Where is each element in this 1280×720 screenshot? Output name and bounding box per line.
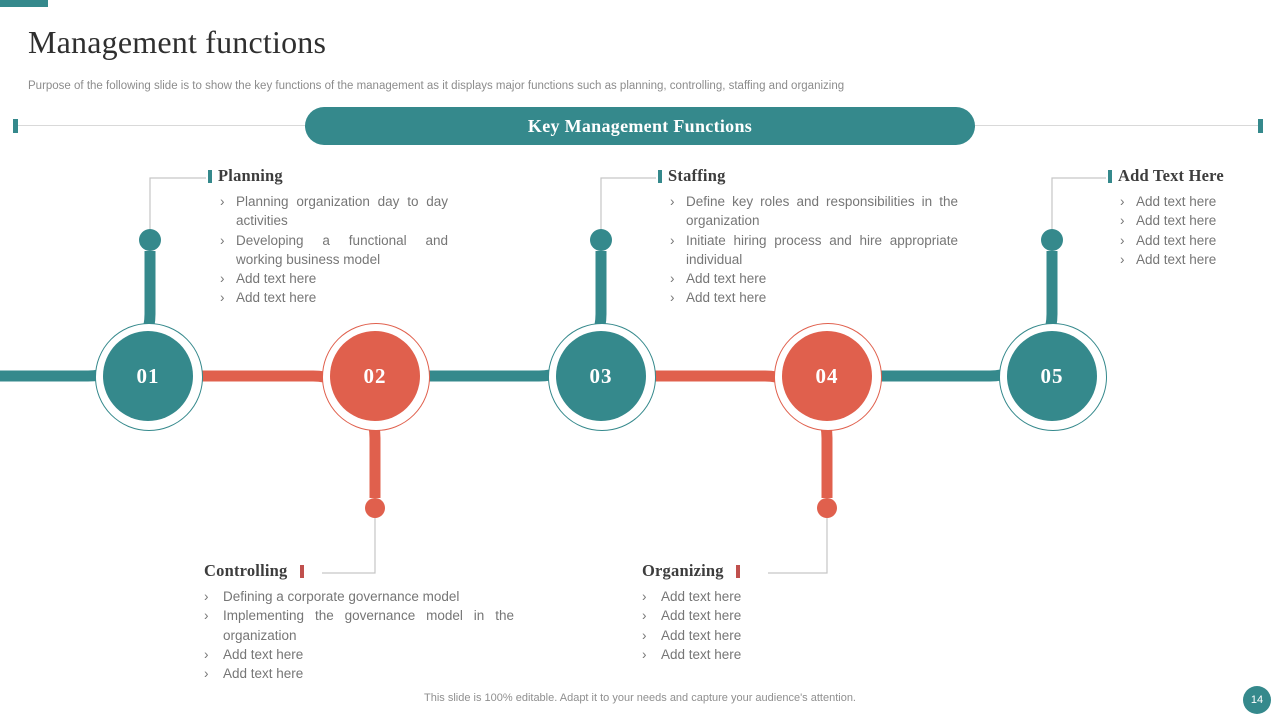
dot-planning xyxy=(139,229,161,251)
block-organizing: Organizing ›Add text here ›Add text here… xyxy=(642,561,862,664)
bullet-list: ›Define key roles and responsibilities i… xyxy=(658,192,958,308)
top-accent-bar xyxy=(0,0,48,7)
block-staffing-header: Staffing xyxy=(658,166,958,186)
bullet-list: ›Defining a corporate governance model ›… xyxy=(204,587,514,683)
node-05-fill: 05 xyxy=(1007,331,1097,421)
block-add-text: Add Text Here ›Add text here ›Add text h… xyxy=(1108,166,1273,269)
bullet-list: ›Add text here ›Add text here ›Add text … xyxy=(642,587,862,664)
timeline-node-01: 01 xyxy=(95,323,203,431)
bullet-item: ›Planning organization day to day activi… xyxy=(220,194,448,229)
bullet-item: ›Add text here xyxy=(1120,251,1217,267)
bullet-item: ›Define key roles and responsibilities i… xyxy=(670,194,958,229)
bullet-item: ›Add text here xyxy=(642,627,742,643)
heading-tick xyxy=(299,564,304,578)
dot-organizing xyxy=(817,498,837,518)
callout-line-planning xyxy=(149,177,206,230)
node-01-number: 01 xyxy=(136,363,160,388)
timeline-node-05: 05 xyxy=(999,323,1107,431)
node-04-fill: 04 xyxy=(782,331,872,421)
block-controlling: Controlling ›Defining a corporate govern… xyxy=(204,561,514,683)
page-number-badge: 14 xyxy=(1243,686,1271,714)
dot-controlling xyxy=(365,498,385,518)
banner-left-tick xyxy=(13,119,18,133)
node-01-fill: 01 xyxy=(103,331,193,421)
timeline-node-04: 04 xyxy=(774,323,882,431)
bullet-item: ›Implementing the governance model in th… xyxy=(204,608,514,643)
node-03-fill: 03 xyxy=(556,331,646,421)
banner-label: Key Management Functions xyxy=(527,115,753,136)
node-04-number: 04 xyxy=(815,363,839,388)
bullet-item: ›Add text here xyxy=(1120,232,1217,248)
block-title: Planning xyxy=(218,166,283,185)
heading-tick xyxy=(658,169,662,183)
block-planning-header: Planning xyxy=(208,166,448,186)
bullet-item: ›Developing a functional and working bus… xyxy=(220,232,448,267)
block-staffing: Staffing ›Define key roles and responsib… xyxy=(658,166,958,308)
block-planning: Planning ›Planning organization day to d… xyxy=(208,166,448,308)
banner-right-tick xyxy=(1258,119,1263,133)
block-title: Add Text Here xyxy=(1118,166,1224,185)
block-title: Staffing xyxy=(668,166,726,185)
block-title: Controlling xyxy=(204,561,288,580)
block-controlling-header: Controlling xyxy=(204,561,514,581)
bullet-item: ›Add text here xyxy=(204,646,304,662)
bullet-item: ›Add text here xyxy=(1120,213,1217,229)
node-03-number: 03 xyxy=(589,363,613,388)
bullet-item: ›Add text here xyxy=(204,666,304,682)
bullet-item: ›Initiate hiring process and hire approp… xyxy=(670,232,958,267)
node-05-number: 05 xyxy=(1040,363,1064,388)
dot-staffing xyxy=(590,229,612,251)
bullet-item: ›Add text here xyxy=(642,608,742,624)
block-add-text-header: Add Text Here xyxy=(1108,166,1273,186)
bullet-list: ›Planning organization day to day activi… xyxy=(208,192,448,308)
heading-tick xyxy=(735,564,740,578)
bullet-item: ›Add text here xyxy=(670,290,767,306)
heading-tick xyxy=(1108,169,1112,183)
timeline-node-02: 02 xyxy=(322,323,430,431)
callout-line-staffing xyxy=(600,177,656,230)
node-02-fill: 02 xyxy=(330,331,420,421)
banner-pill: Key Management Functions xyxy=(305,107,975,145)
node-02-number: 02 xyxy=(363,363,387,388)
bullet-item: ›Add text here xyxy=(670,271,767,287)
bullet-item: ›Defining a corporate governance model xyxy=(204,589,460,604)
page-number: 14 xyxy=(1250,694,1264,706)
slide-title: Management functions xyxy=(28,24,327,60)
callout-line-organizing xyxy=(768,517,828,574)
dot-addtext xyxy=(1041,229,1063,251)
bullet-item: ›Add text here xyxy=(1120,194,1217,209)
timeline-node-03: 03 xyxy=(548,323,656,431)
block-title: Organizing xyxy=(642,561,724,580)
slide-subtitle: Purpose of the following slide is to sho… xyxy=(28,80,845,92)
bullet-item: ›Add text here xyxy=(220,271,317,287)
bullet-item: ›Add text here xyxy=(642,646,742,662)
bullet-item: ›Add text here xyxy=(642,589,742,604)
bullet-item: ›Add text here xyxy=(220,290,317,306)
callout-line-controlling xyxy=(322,517,376,574)
bullet-list: ›Add text here ›Add text here ›Add text … xyxy=(1108,192,1273,269)
callout-line-addtext xyxy=(1051,177,1106,230)
block-organizing-header: Organizing xyxy=(642,561,862,581)
heading-tick xyxy=(208,169,212,183)
footer-note: This slide is 100% editable. Adapt it to… xyxy=(424,692,856,704)
